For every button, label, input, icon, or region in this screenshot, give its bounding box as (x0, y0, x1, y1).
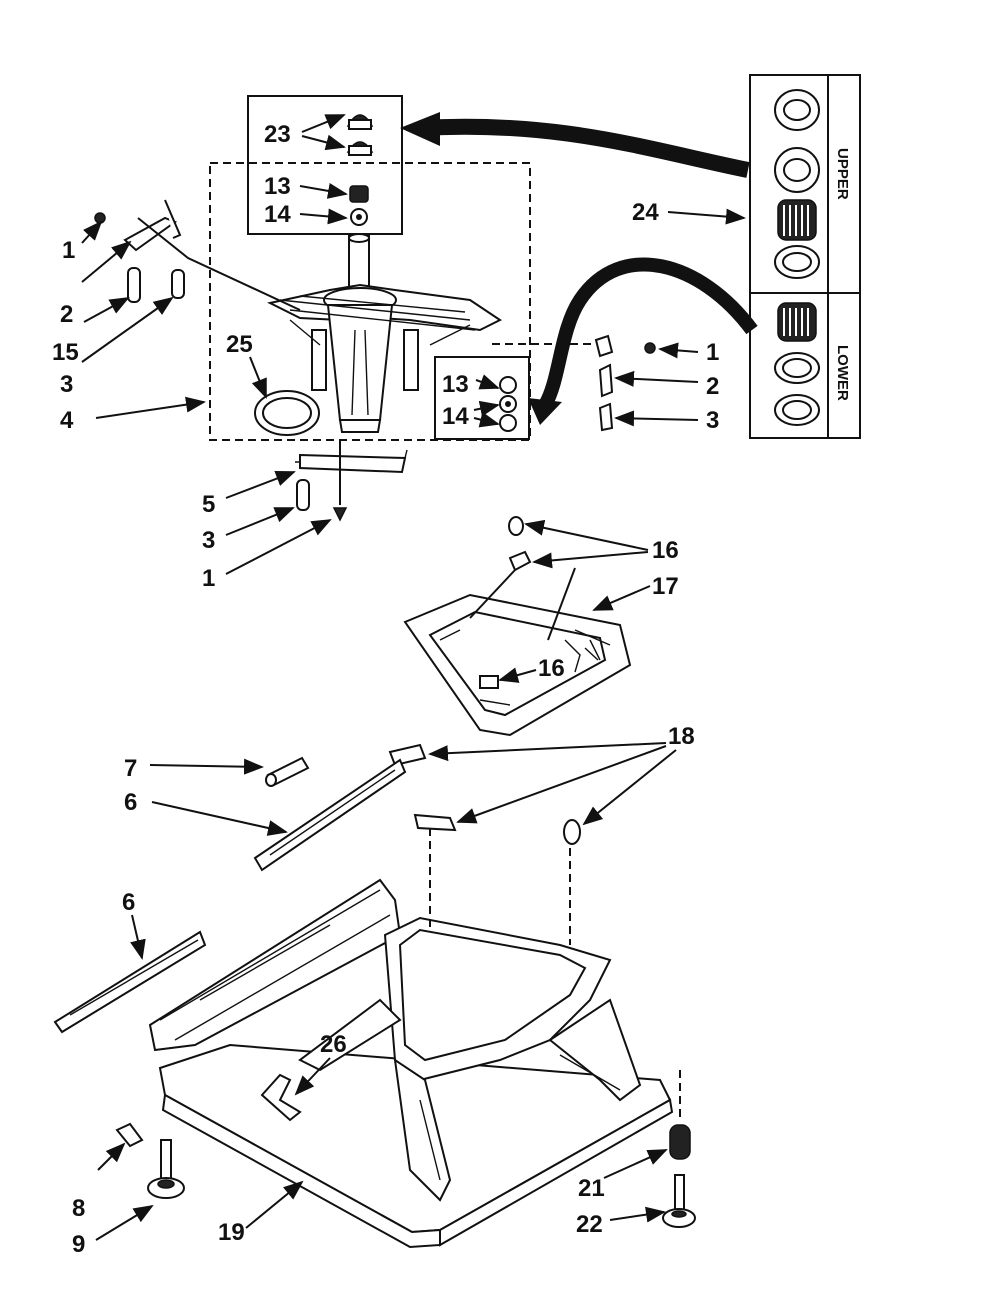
callout-15: 15 (52, 339, 79, 366)
callout-22: 22 (576, 1211, 603, 1238)
callout-14-right: 14 (442, 403, 469, 430)
kit-frame (749, 74, 861, 439)
callout-23: 23 (264, 121, 291, 148)
callout-4: 4 (60, 407, 74, 434)
callout-13-right: 13 (442, 371, 469, 398)
part-6-upper-channel (253, 758, 407, 872)
callout-25: 25 (226, 331, 253, 358)
part-7-pin (265, 756, 310, 787)
part-26-bracket (260, 1073, 302, 1122)
callout-3: 3 (60, 371, 73, 398)
kit-lower-label: LOWER (834, 345, 851, 401)
callout-3-right: 3 (706, 407, 719, 434)
transmission-group (94, 95, 656, 522)
base-frame-19 (148, 828, 681, 1249)
callout-14: 14 (264, 201, 291, 228)
part-18-clips (388, 743, 581, 845)
callout-1: 1 (62, 237, 75, 264)
callout-labels: 1 2 15 3 4 25 23 13 14 24 1 2 3 13 14 5 … (52, 121, 719, 1258)
part-8-9-left-leg (115, 1122, 185, 1199)
lower-bearings (774, 302, 820, 426)
gearcase-body (267, 283, 502, 433)
kit-upper-label: UPPER (834, 148, 851, 200)
callout-6-lower: 6 (122, 889, 135, 916)
callout-16: 16 (652, 537, 679, 564)
callout-21: 21 (578, 1175, 605, 1202)
assembly-box-dashed (209, 162, 531, 441)
callout-2: 2 (60, 301, 73, 328)
kit-arrows (400, 112, 758, 425)
callout-8: 8 (72, 1195, 85, 1222)
part-23-nuts (346, 114, 374, 156)
upper-bearings (774, 89, 820, 279)
tub-ring-17 (403, 516, 632, 737)
callout-26: 26 (320, 1031, 347, 1058)
callout-9: 9 (72, 1231, 85, 1258)
part-6-lower-channel (53, 930, 207, 1034)
callout-17: 17 (652, 573, 679, 600)
callout-18: 18 (668, 723, 695, 750)
left-linkage (94, 199, 301, 311)
right-linkage (492, 334, 656, 432)
callout-1-lower: 1 (202, 565, 215, 592)
callout-24: 24 (632, 199, 659, 226)
lower-linkage (295, 440, 408, 522)
bearing-kit-24: UPPER LOWER (749, 74, 861, 439)
part-13-14-upper (349, 185, 369, 226)
part-21-22-right-leg (662, 1124, 696, 1228)
callout-13: 13 (264, 173, 291, 200)
leader-lines (81, 114, 746, 1241)
callout-6: 6 (124, 789, 137, 816)
part-16-clips (469, 516, 576, 641)
callout-3-lower: 3 (202, 527, 215, 554)
callout-5: 5 (202, 491, 215, 518)
callout-7: 7 (124, 755, 137, 782)
inset-box-right (434, 356, 530, 440)
part-25-seal-ring (254, 390, 320, 436)
part-13-14-right (499, 376, 517, 432)
callout-16-lower: 16 (538, 655, 565, 682)
inset-box-upper (247, 95, 403, 235)
callout-19: 19 (218, 1219, 245, 1246)
callout-2-right: 2 (706, 373, 719, 400)
callout-1-right: 1 (706, 339, 719, 366)
